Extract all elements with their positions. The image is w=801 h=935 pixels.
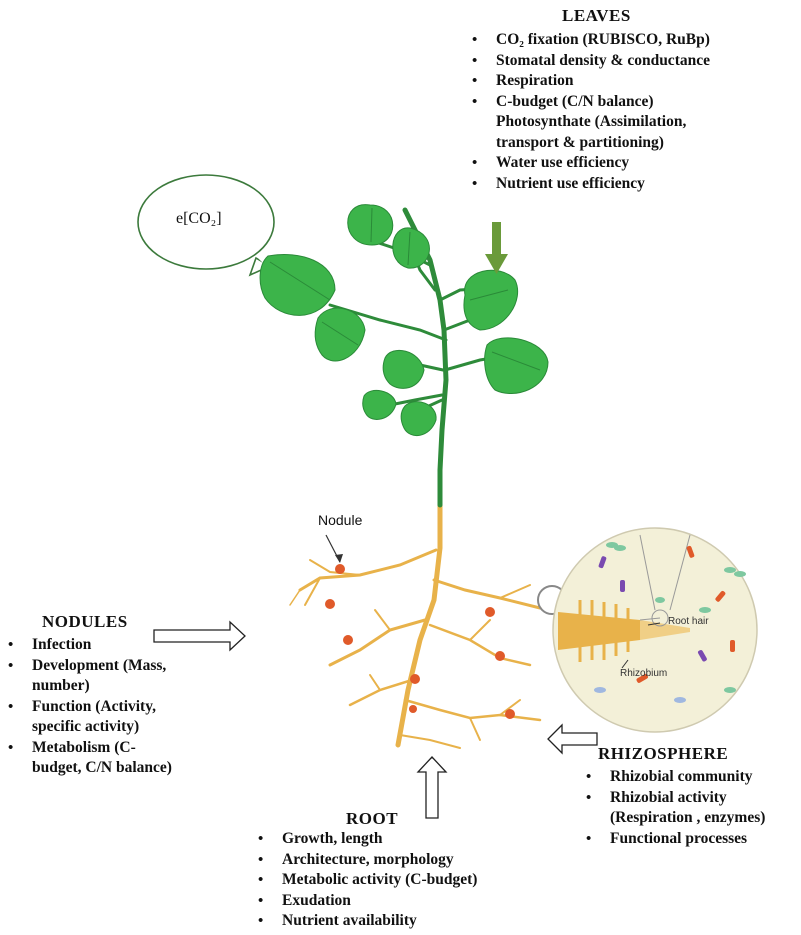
leaves-arrow xyxy=(485,222,508,274)
rhizosphere-item: Rhizobial community xyxy=(580,767,800,788)
leaves-item: C-budget (C/N balance) xyxy=(466,92,796,113)
rhizobium-label: Rhizobium xyxy=(620,668,667,679)
root-list: Growth, length Architecture, morphology … xyxy=(252,829,552,932)
rhizosphere-heading: RHIZOSPHERE xyxy=(598,744,728,764)
rhizosphere-inset xyxy=(553,528,757,732)
nodule-label: Nodule xyxy=(318,512,362,528)
rhizosphere-item: (Respiration , enzymes) xyxy=(580,808,800,829)
nodules-item: budget, C/N balance) xyxy=(2,758,242,779)
nodules-item: Metabolism (C- xyxy=(2,738,242,759)
root-item: Nutrient availability xyxy=(252,911,552,932)
leaves-item: transport & partitioning) xyxy=(466,133,796,154)
rhizosphere-item: Functional processes xyxy=(580,829,800,850)
nodules-list: Infection Development (Mass, number) Fun… xyxy=(2,635,242,779)
root-item: Architecture, morphology xyxy=(252,850,552,871)
root-hair-label: Root hair xyxy=(668,616,709,627)
rhizosphere-item: Rhizobial activity xyxy=(580,788,800,809)
nodules-item: specific activity) xyxy=(2,717,242,738)
nodules-item: Function (Activity, xyxy=(2,697,242,718)
co2-bubble-text: e[CO₂] xyxy=(176,210,222,228)
nodules-heading: NODULES xyxy=(42,612,128,632)
leaves-item: Water use efficiency xyxy=(466,153,796,174)
rhizosphere-arrow xyxy=(548,725,597,753)
root-arrow xyxy=(418,757,446,818)
leaves-list: CO₂ fixation (RUBISCO, RuBp) Stomatal de… xyxy=(466,30,796,194)
leaves-item: Stomatal density & conductance xyxy=(466,51,796,72)
root-item: Exudation xyxy=(252,891,552,912)
root-item: Growth, length xyxy=(252,829,552,850)
leaves-heading: LEAVES xyxy=(562,6,631,26)
root-heading: ROOT xyxy=(346,809,398,829)
leaves-item: CO₂ fixation (RUBISCO, RuBp) xyxy=(466,30,796,51)
nodules-item: Development (Mass, xyxy=(2,656,242,677)
root-item: Metabolic activity (C-budget) xyxy=(252,870,552,891)
rhizosphere-list: Rhizobial community Rhizobial activity (… xyxy=(580,767,800,849)
leaves-item: Photosynthate (Assimilation, xyxy=(466,112,796,133)
leaves-item: Respiration xyxy=(466,71,796,92)
leaves-item: Nutrient use efficiency xyxy=(466,174,796,195)
nodules-item: Infection xyxy=(2,635,242,656)
nodules-item: number) xyxy=(2,676,242,697)
